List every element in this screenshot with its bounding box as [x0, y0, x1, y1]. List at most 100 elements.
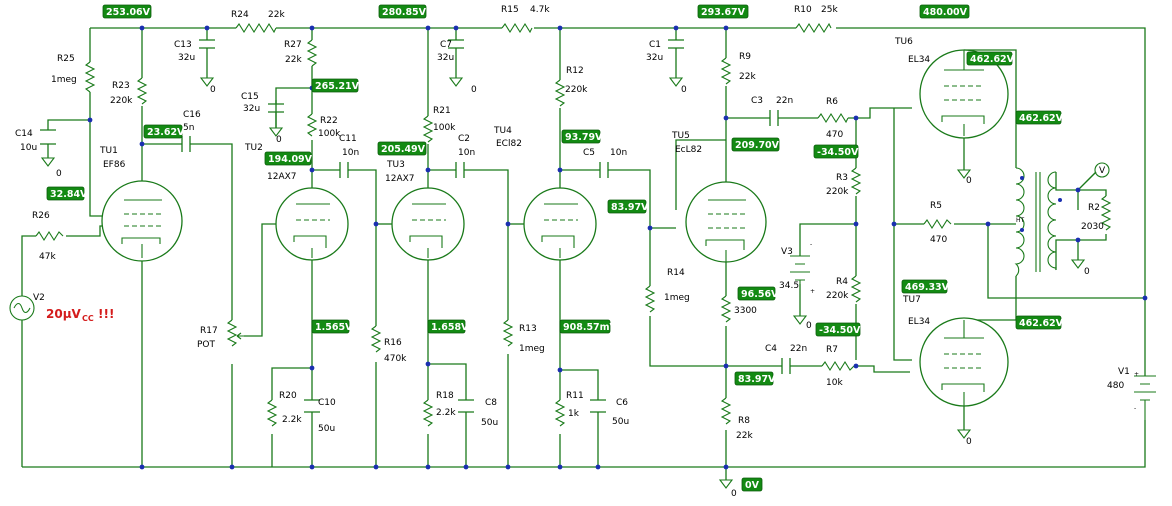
- resistors: [35, 22, 1112, 427]
- label-r25-value: 1meg: [51, 75, 77, 85]
- cap-c6-plates: [590, 399, 606, 413]
- cap-c11-plates: [339, 162, 349, 178]
- label-r8-ref: R8: [738, 416, 750, 426]
- ground-icon: [668, 77, 684, 87]
- badge-v96: 96.56V: [737, 286, 779, 301]
- tube-tu7-type: EL34: [908, 317, 930, 327]
- cap-c15-plates: [268, 103, 284, 113]
- badge-v32: 32.84V: [46, 186, 88, 201]
- resistor-r18: [422, 399, 434, 427]
- label-r26-ref: R26: [32, 211, 50, 221]
- label-c6-ref: C6: [616, 398, 628, 408]
- output-transformer: [1014, 167, 1062, 277]
- resistor-r9: [720, 57, 732, 85]
- label-c4-value: 22n: [790, 344, 807, 354]
- label-r9-ref: R9: [739, 52, 751, 62]
- label-r18-ref: R18: [436, 391, 454, 401]
- label-c8-ref: C8: [485, 398, 497, 408]
- label-r21-value: 100k: [433, 123, 456, 133]
- resistor-r15: [501, 22, 533, 34]
- svg-text:205.49V: 205.49V: [381, 144, 426, 155]
- badge-v265: 265.21V: [311, 78, 360, 93]
- ground-label: 0: [210, 85, 216, 95]
- svg-text:462.62V: 462.62V: [970, 54, 1015, 65]
- tube-tu1-ref: TU1: [99, 146, 118, 156]
- label-c3-ref: C3: [751, 96, 763, 106]
- badge-v209: 209.70V: [731, 137, 780, 152]
- svg-text:96.56V: 96.56V: [741, 289, 779, 300]
- tube-tu4-ref: TU4: [493, 126, 512, 136]
- ground-label: 0: [681, 85, 687, 95]
- label-r24-ref: R24: [231, 10, 249, 20]
- label-r2-ref: R2: [1088, 203, 1100, 213]
- label-c7-value: 32u: [437, 53, 454, 63]
- resistor-r21: [422, 115, 434, 143]
- svg-text:1.658V: 1.658V: [431, 322, 469, 333]
- tube-tu3-ref: TU3: [386, 160, 405, 170]
- label-r11-ref: R11: [566, 391, 584, 401]
- label-r20-value: 2.2k: [282, 415, 302, 425]
- badge-v280: 280.85V: [378, 4, 427, 19]
- ground-icon: [268, 127, 284, 137]
- label-c2-ref: C2: [458, 134, 470, 144]
- resistor-r8: [720, 397, 732, 425]
- ht-label: HT: [1016, 217, 1025, 224]
- label-r13-ref: R13: [519, 324, 537, 334]
- ground-label: 0: [806, 321, 812, 331]
- battery-v1-plates: [1134, 375, 1156, 420]
- resistor-r3: [850, 167, 862, 195]
- label-c16-ref: C16: [183, 110, 201, 120]
- ground-label: 0: [471, 85, 477, 95]
- label-r17-value: POT: [197, 340, 216, 350]
- cap-c2-plates: [455, 162, 465, 178]
- svg-text:-34.50V: -34.50V: [817, 147, 859, 158]
- ground-icon: [956, 429, 972, 439]
- resistor-r22: [306, 113, 318, 137]
- resistor-r19-3300: [720, 295, 732, 323]
- ground-icon: [448, 77, 464, 87]
- cap-c7-plates: [448, 39, 464, 49]
- ground-icon: [1070, 259, 1086, 269]
- badge-v462b: 462.62V: [1015, 110, 1064, 125]
- tube-tu7: [919, 317, 1009, 407]
- label-c1-value: 32u: [646, 53, 663, 63]
- label-r3-ref: R3: [836, 173, 848, 183]
- svg-text:0V: 0V: [745, 480, 760, 491]
- resistor-r10: [795, 22, 832, 34]
- ground-icon: [718, 479, 734, 489]
- resistor-r26: [35, 230, 64, 242]
- voltage-probe: V: [1085, 162, 1110, 183]
- svg-text:462.62V: 462.62V: [1019, 318, 1064, 329]
- badge-v469: 469.33V: [901, 279, 950, 294]
- tube-tu5: [685, 181, 767, 263]
- v1-minus: -: [1134, 405, 1136, 412]
- label-r18-value: 2.2k: [436, 408, 456, 418]
- label-r5-ref: R5: [930, 201, 942, 211]
- svg-text:83.97V: 83.97V: [738, 374, 776, 385]
- label-r20-ref: R20: [279, 391, 297, 401]
- cap-c16-plates: [181, 136, 191, 152]
- label-c2-value: 10n: [458, 148, 475, 158]
- ground-icon: [792, 315, 808, 325]
- svg-text:253.06V: 253.06V: [106, 7, 151, 18]
- tube-tu1: [101, 180, 183, 262]
- svg-text:280.85V: 280.85V: [382, 7, 427, 18]
- svg-text:83.97V: 83.97V: [611, 202, 649, 213]
- label-v1-ref: V1: [1118, 367, 1130, 377]
- cap-c10-plates: [304, 399, 320, 413]
- resistor-r27: [306, 39, 318, 67]
- ground-labels: 0 0 0 0 0 0 0 0 0 0: [56, 85, 1090, 499]
- resistor-r11: [554, 399, 566, 427]
- svg-text:32.84V: 32.84V: [50, 189, 88, 200]
- label-c16-value: 5n: [183, 123, 194, 133]
- label-r16-ref: R16: [384, 338, 402, 348]
- tube-tu2-ref: TU2: [244, 143, 263, 153]
- svg-text:293.67V: 293.67V: [701, 7, 746, 18]
- badge-v23: 23.62V: [143, 124, 185, 139]
- label-r4-ref: R4: [836, 277, 848, 287]
- label-r17-ref: R17: [200, 326, 218, 336]
- label-c3-value: 22n: [776, 96, 793, 106]
- tubes: [101, 49, 1009, 407]
- tube-tu3-type: 12AX7: [385, 174, 415, 184]
- source-v2-circle: [9, 295, 35, 321]
